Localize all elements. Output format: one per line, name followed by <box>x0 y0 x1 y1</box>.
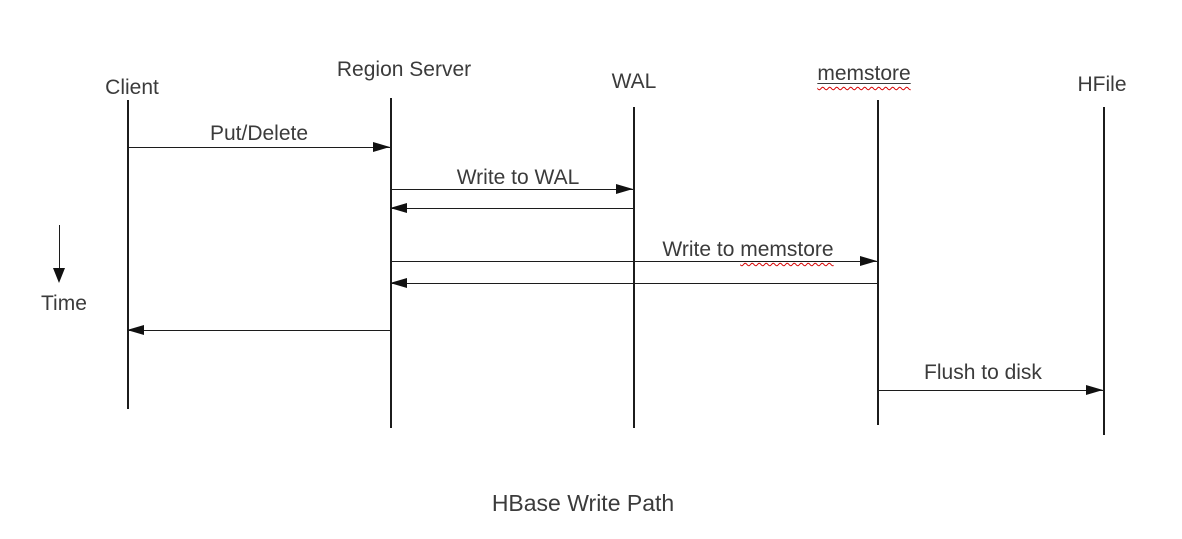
arrowhead-right-icon <box>860 256 877 266</box>
lifeline-hfile <box>1103 107 1105 435</box>
lifeline-wal <box>633 107 635 428</box>
message-line-write-to-wal <box>390 189 633 191</box>
arrowhead-right-icon <box>1086 385 1103 395</box>
message-label-write-to-memstore: Write to memstore <box>662 238 834 261</box>
message-line-wal-ack <box>390 208 633 210</box>
spellcheck-squiggle: memstore <box>817 62 911 85</box>
time-axis-label: Time <box>41 292 87 315</box>
arrowhead-left-icon <box>390 278 407 288</box>
arrowhead-left-icon <box>390 203 407 213</box>
message-label-write-to-wal: Write to WAL <box>456 166 580 189</box>
lifeline-client <box>127 100 129 409</box>
message-line-client-return <box>127 330 390 332</box>
message-line-memstore-ack <box>390 283 877 285</box>
arrowhead-left-icon <box>127 325 144 335</box>
message-line-put-delete <box>127 147 390 149</box>
lifeline-region-server <box>390 98 392 428</box>
message-label-put-delete: Put/Delete <box>209 122 309 145</box>
diagram-title: HBase Write Path <box>491 490 675 516</box>
time-axis-line <box>59 225 61 270</box>
message-line-write-to-memstore <box>390 261 877 263</box>
message-line-flush-to-disk <box>877 390 1103 392</box>
lifeline-memstore <box>877 100 879 425</box>
actor-label-hfile: HFile <box>1077 73 1127 96</box>
actor-label-wal: WAL <box>611 70 657 93</box>
arrowhead-right-icon <box>616 184 633 194</box>
actor-label-client: Client <box>105 76 159 99</box>
arrowhead-right-icon <box>373 142 390 152</box>
spellcheck-squiggle: memstore <box>740 238 834 261</box>
actor-label-memstore: memstore <box>817 62 910 86</box>
actor-label-region-server: Region Server <box>336 58 472 81</box>
message-label-flush-to-disk: Flush to disk <box>924 361 1042 384</box>
arrowhead-down-icon <box>53 268 65 283</box>
